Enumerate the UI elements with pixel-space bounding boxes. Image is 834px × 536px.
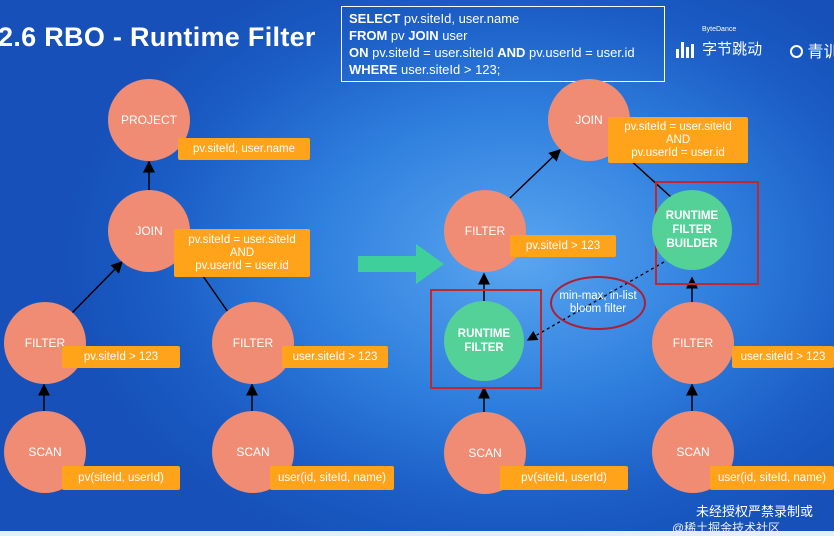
right-filter-left-node: FILTER	[444, 190, 526, 272]
left-project-tag: pv.siteId, user.name	[178, 138, 310, 160]
left-filter-right-tag: user.siteId > 123	[282, 346, 388, 368]
edge-filter-to-join-right	[509, 148, 562, 199]
qingxun-circle-icon	[790, 45, 803, 58]
transform-arrow-icon	[358, 244, 444, 284]
left-scan-right-tag: user(id, siteId, name)	[270, 466, 394, 490]
bytedance-logo: ByteDance 字节跳动	[676, 26, 762, 59]
copyright-watermark: 未经授权严禁录制或	[696, 504, 814, 519]
slide-title: 2.6 RBO - Runtime Filter	[0, 22, 316, 52]
sql-query-box: SELECT pv.siteId, user.name FROM pv JOIN…	[341, 6, 665, 82]
bottom-strip	[0, 531, 834, 536]
sql-line-3: ON pv.siteId = user.siteId AND pv.userId…	[349, 45, 635, 60]
left-project-node: PROJECT	[108, 79, 190, 161]
right-filter-right-tag: user.siteId > 123	[732, 346, 834, 368]
right-scan-left-tag: pv(siteId, userId)	[500, 466, 628, 490]
edge-filter-left-to-join	[71, 260, 124, 314]
left-filter-right-node: FILTER	[212, 302, 294, 384]
right-scan-left-node: SCAN	[444, 412, 526, 494]
right-scan-right-tag: user(id, siteId, name)	[710, 466, 834, 490]
sql-line-4: WHERE user.siteId > 123;	[349, 62, 501, 77]
right-filter-left-tag: pv.siteId > 123	[510, 235, 616, 257]
right-filter-right-node: FILTER	[652, 302, 734, 384]
left-filter-left-node: FILTER	[4, 302, 86, 384]
runtime-filter-highlight	[430, 289, 542, 389]
qingxun-logo: 青训	[790, 38, 834, 62]
left-filter-left-tag: pv.siteId > 123	[62, 346, 180, 368]
bytedance-bars-icon	[676, 42, 698, 59]
edge-join-to-builder	[627, 157, 673, 199]
left-scan-left-tag: pv(siteId, userId)	[62, 466, 180, 490]
sql-line-1: SELECT pv.siteId, user.name	[349, 11, 520, 26]
sql-line-2: FROM pv JOIN user	[349, 28, 468, 43]
